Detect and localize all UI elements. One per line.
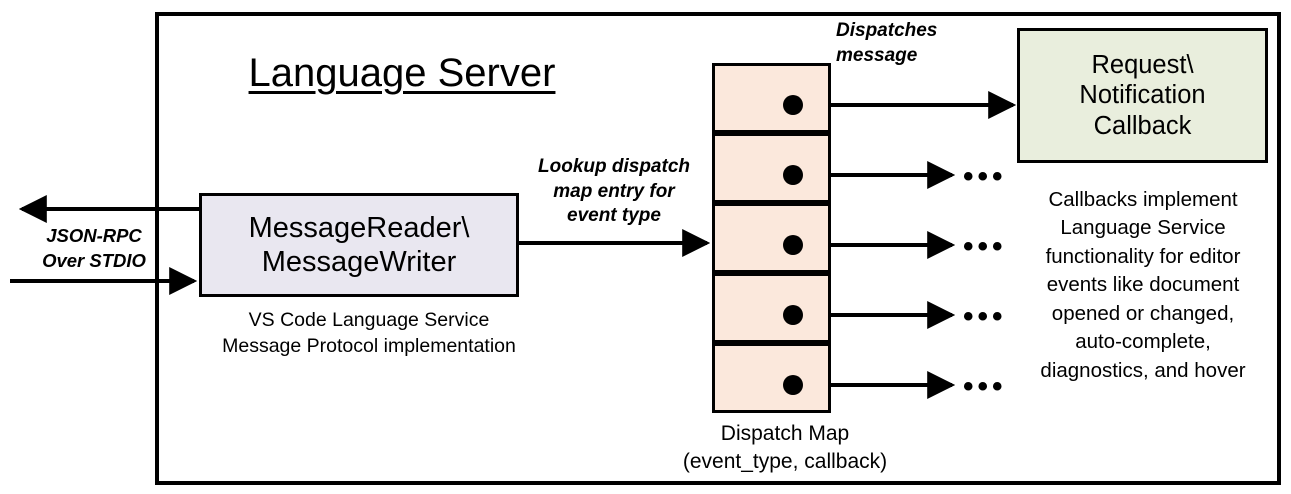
- dispatch-map-dot-1: [783, 95, 803, 115]
- dispatch-edge-label: Dispatches message: [836, 20, 938, 66]
- language-server-boundary: [155, 12, 1281, 485]
- ellipsis-row-3: •••: [963, 230, 1007, 263]
- message-reader-writer-node[interactable]: MessageReader\ MessageWriter: [199, 193, 519, 297]
- ellipsis-row-5: •••: [963, 370, 1007, 403]
- dispatch-map-row-1[interactable]: [712, 63, 831, 133]
- dispatch-map-dot-4: [783, 305, 803, 325]
- dispatch-map-row-4[interactable]: [712, 273, 831, 343]
- callback-description: Callbacks implement Language Service fun…: [1040, 188, 1246, 382]
- message-reader-writer-label: MessageReader\ MessageWriter: [248, 211, 470, 278]
- request-notification-callback-node[interactable]: Request\ Notification Callback: [1017, 28, 1268, 163]
- page-title: Language Server: [248, 51, 556, 95]
- dispatch-map-caption: Dispatch Map (event_type, callback): [682, 422, 888, 474]
- lookup-edge-label: Lookup dispatch map entry for event type: [538, 156, 690, 227]
- dispatch-map-row-3[interactable]: [712, 203, 831, 273]
- jsonrpc-transport-label: JSON-RPC Over STDIO: [42, 225, 146, 271]
- request-notification-callback-label: Request\ Notification Callback: [1079, 50, 1206, 140]
- dispatch-map-node[interactable]: [712, 63, 831, 413]
- dispatch-map-dot-5: [783, 375, 803, 395]
- message-reader-writer-caption: VS Code Language Service Message Protoco…: [222, 309, 516, 358]
- dispatch-map-row-2[interactable]: [712, 133, 831, 203]
- dispatch-map-dot-3: [783, 235, 803, 255]
- ellipsis-row-4: •••: [963, 300, 1007, 333]
- dispatch-map-row-5[interactable]: [712, 343, 831, 413]
- ellipsis-row-2: •••: [963, 160, 1007, 193]
- dispatch-map-dot-2: [783, 165, 803, 185]
